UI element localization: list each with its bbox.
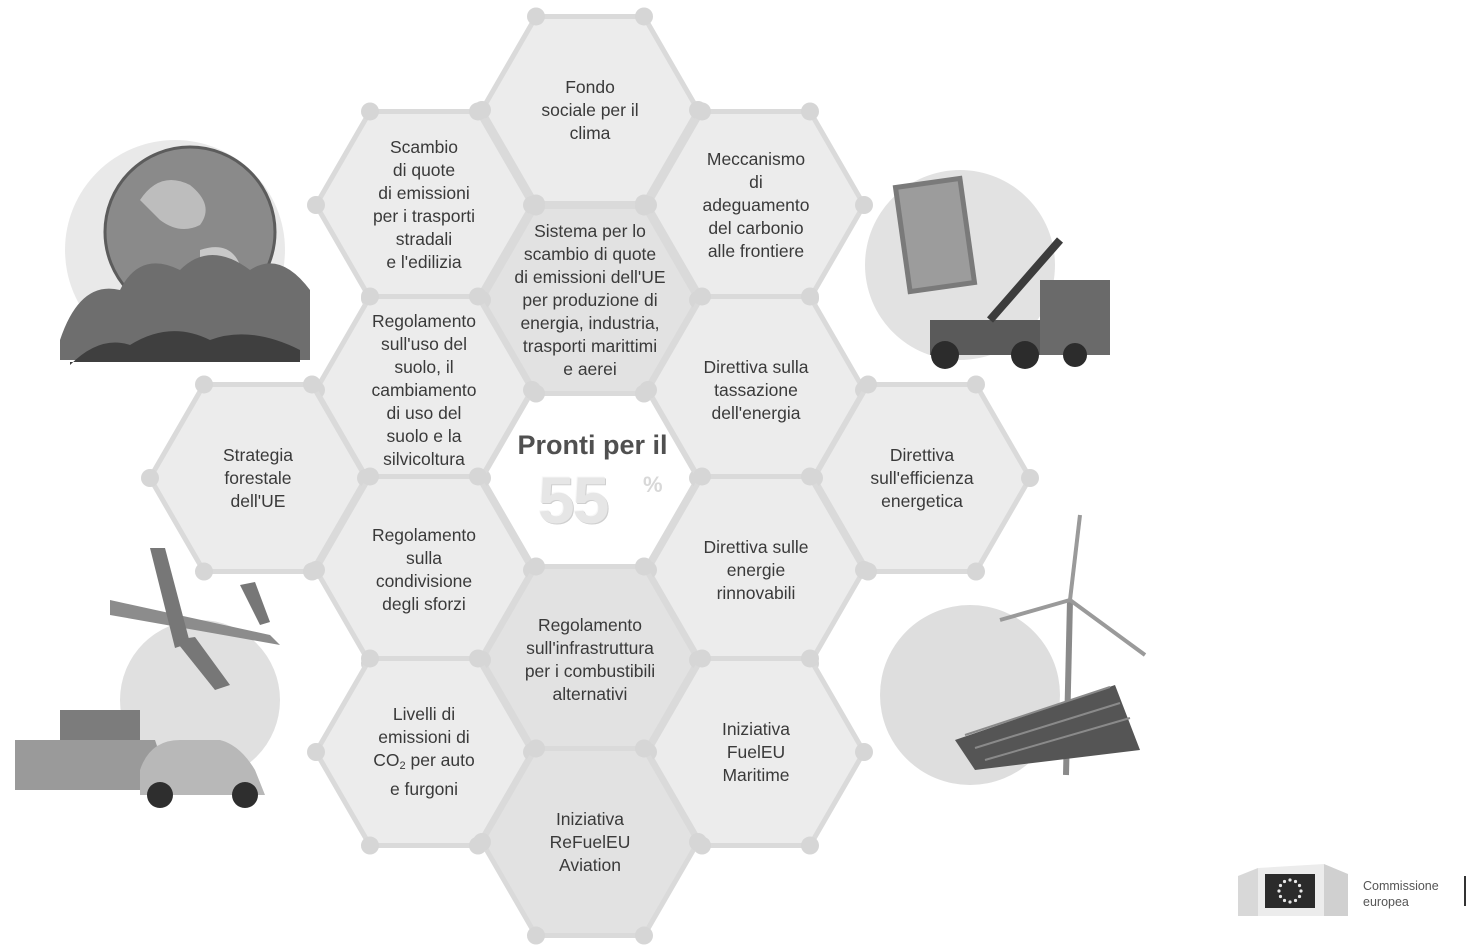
hexagon-node [855,743,873,761]
hexagon-node [469,467,487,486]
plane-ship-car-icon [15,548,280,808]
hexagon-node [303,375,321,394]
hexagon-node [527,197,545,216]
hexagon-node [801,649,819,668]
hexagon-node [361,102,379,121]
hexagon-node [527,557,545,576]
hexagon-node [801,102,819,121]
logo-text: Commissione europea [1363,879,1439,909]
center-percent: % [643,472,663,497]
hexagon-node [307,196,325,214]
hexagon-refueleu-aviation [473,739,707,945]
container-truck-icon [865,170,1110,369]
hexagon-node [635,926,653,945]
hexagon-node [141,469,159,487]
hexagon-node [859,375,877,394]
hexagon-node [689,833,707,851]
hexagon-node [801,467,819,486]
hexagon-node [967,375,985,394]
hexagon-node [635,7,653,26]
hexagon-node [361,467,379,486]
hexagon-node [635,739,653,758]
hexagon-node [693,102,711,121]
european-commission-logo: Commissione europea [1238,860,1468,916]
hexagon-node [469,102,487,121]
hexagon-node [635,557,653,576]
hexagon-node [801,836,819,855]
hexagon-node [693,649,711,668]
center-title: Pronti per il [517,430,668,460]
hexagon-node [523,381,541,399]
hexagon-node [639,381,657,399]
hexagon-node [1021,469,1039,487]
hexagon-node [527,739,545,758]
eu-flag-icon [1265,874,1315,908]
hexagon-node [361,287,379,306]
hexagon-node [693,287,711,306]
hexagon-node [361,836,379,855]
hexagon-node [195,562,213,581]
hexagon-node [195,375,213,394]
hexagon-node [801,287,819,306]
hexagon-node [693,467,711,486]
hexagon-node [473,833,491,851]
logo-divider [1464,876,1466,906]
globe-icon [60,140,310,365]
hexagon-node [855,196,873,214]
hexagon-node [635,197,653,216]
hexagon-node [855,561,873,579]
center-number: 55 [538,463,609,537]
hexagon-node [469,287,487,306]
hexagon-node [307,561,325,579]
hexagon-node [967,562,985,581]
hexagon-node [527,926,545,945]
hexagon-node [469,649,487,668]
wind-solar-icon [880,514,1147,785]
hexagon-node [307,743,325,761]
hexagon-node [361,649,379,668]
hexagon-node [527,7,545,26]
